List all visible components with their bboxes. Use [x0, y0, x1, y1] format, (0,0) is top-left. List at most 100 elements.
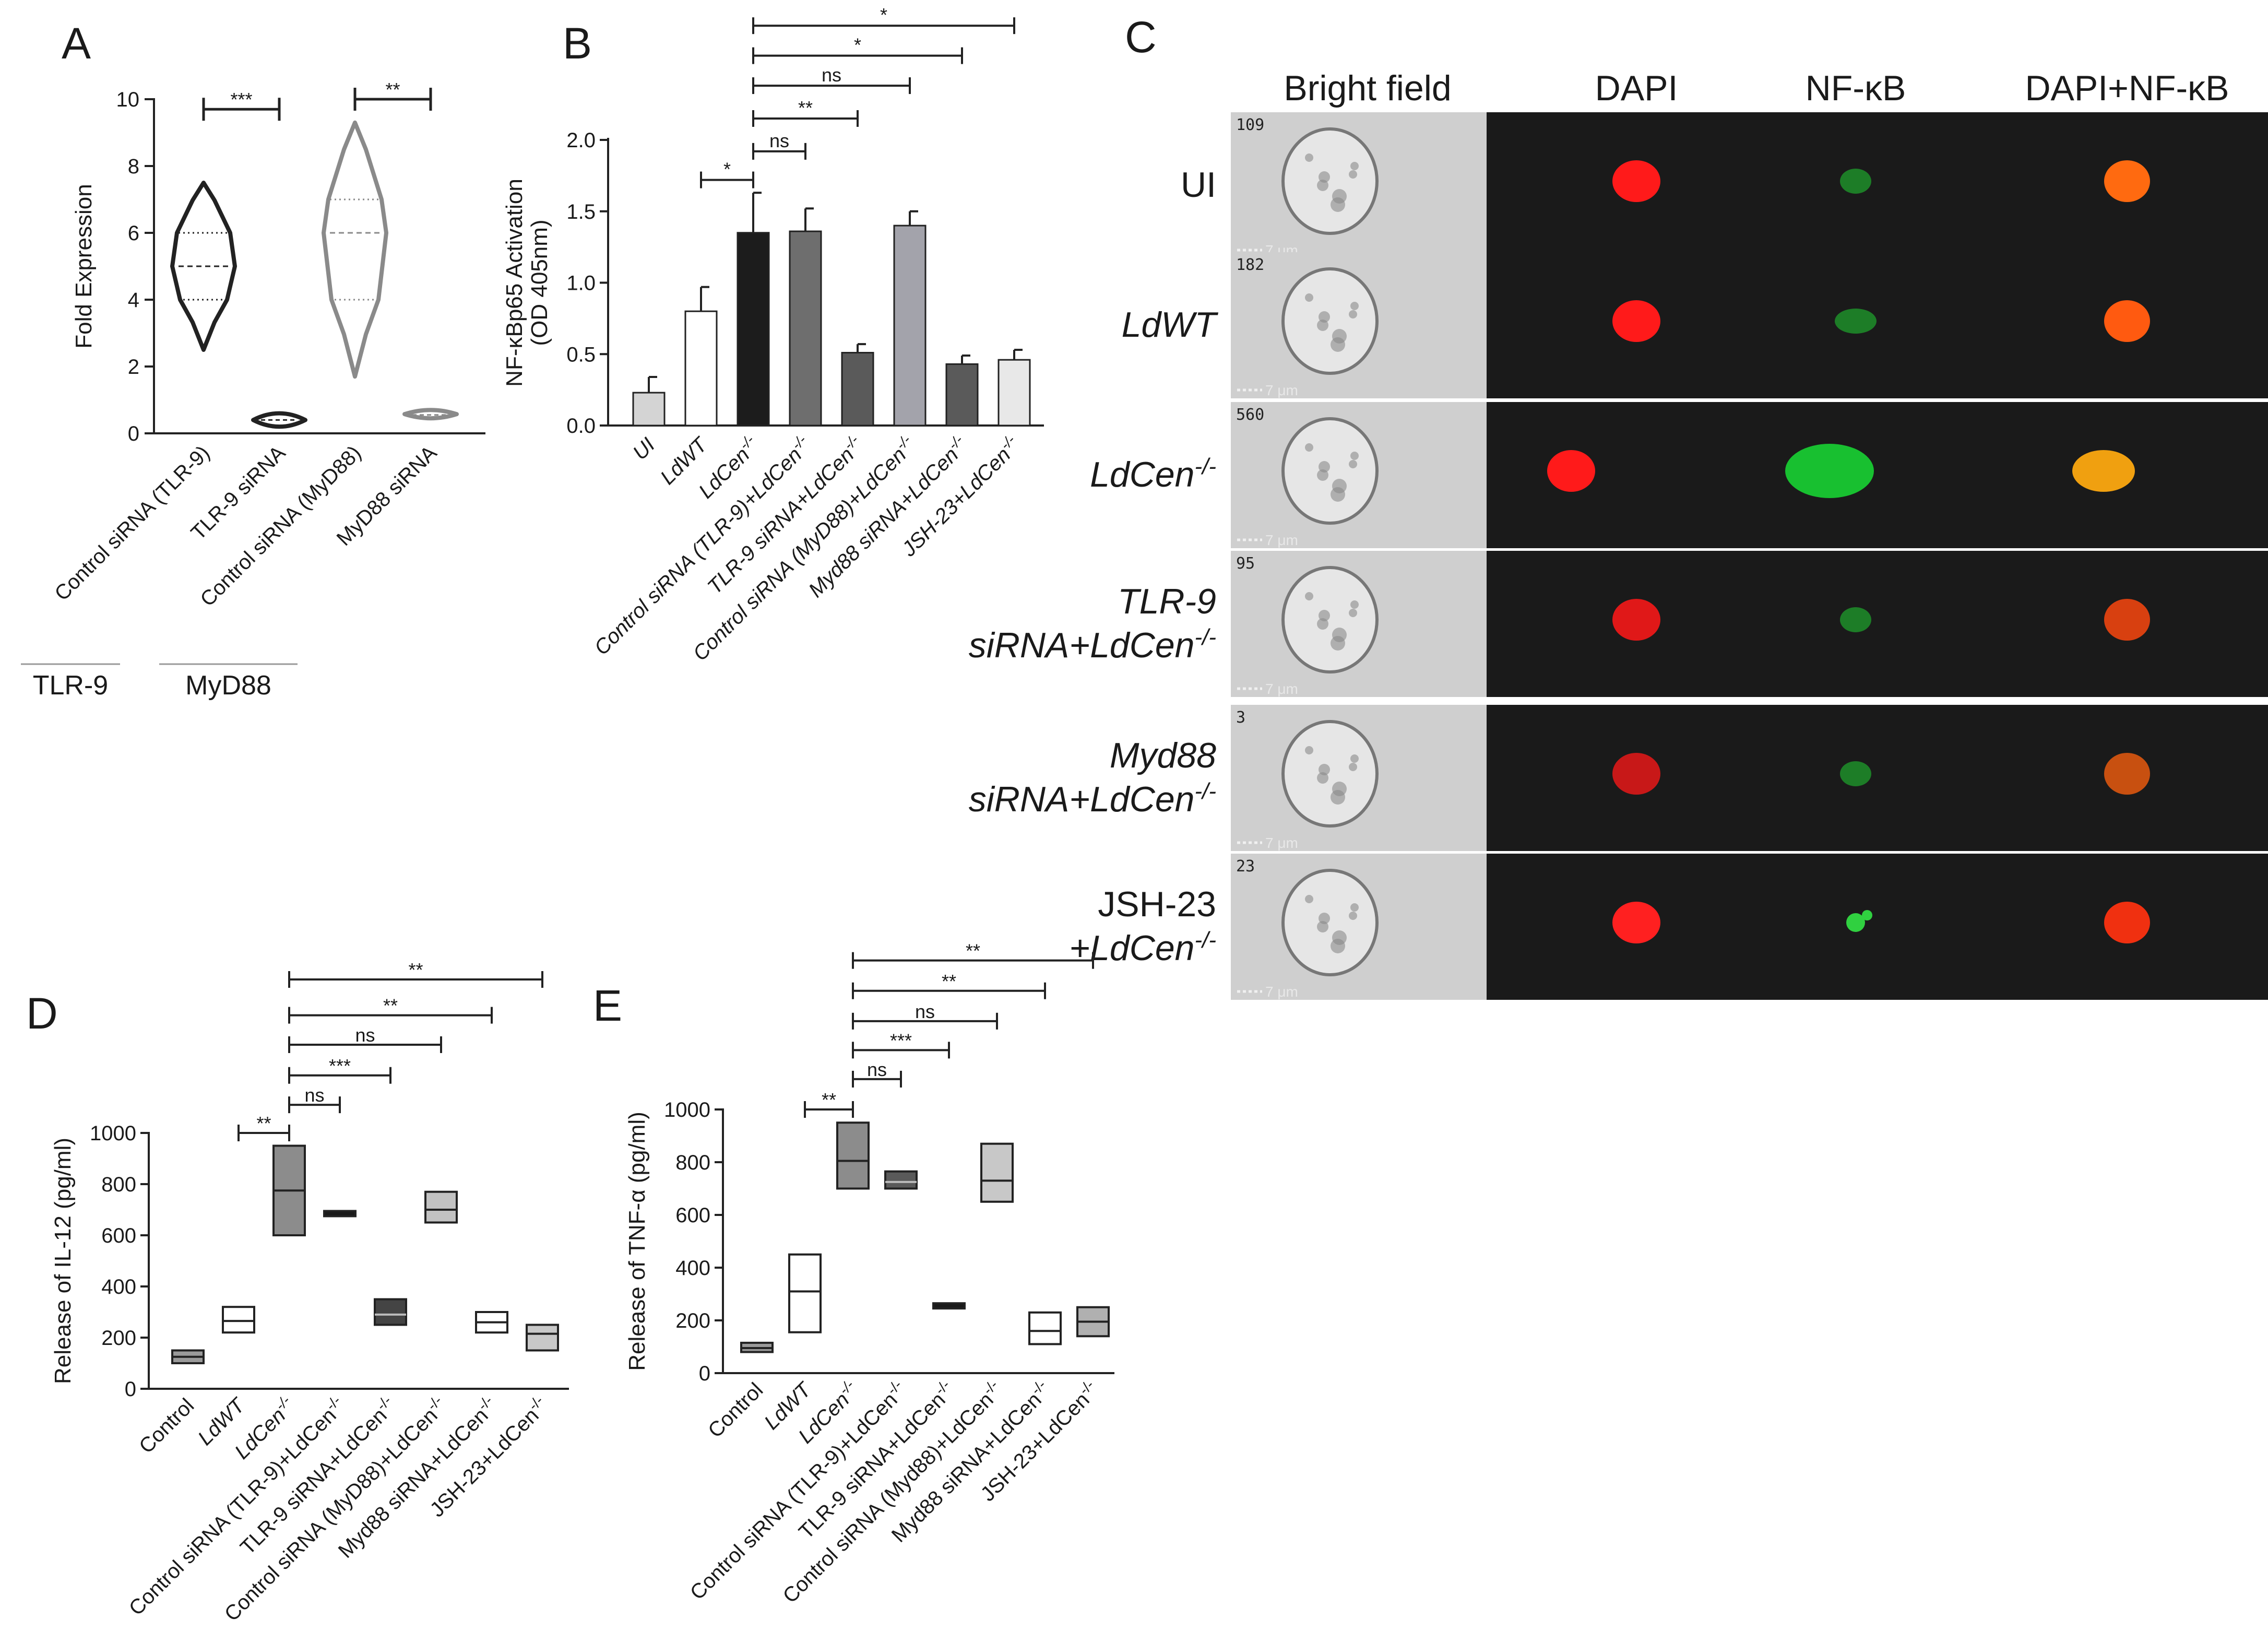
- y-axis-title: Release of TNF-α (pg/ml): [624, 1112, 650, 1371]
- significance-label: **: [942, 971, 956, 992]
- dapi-nucleus: [1612, 599, 1660, 641]
- significance-label: *: [723, 159, 731, 180]
- merge-signal: [2104, 753, 2150, 795]
- row-label-text: siRNA+LdCen: [969, 625, 1195, 665]
- brightfield-granule: [1317, 921, 1328, 932]
- column-header: NF-κB: [1806, 68, 1906, 108]
- brightfield-granule: [1349, 609, 1357, 617]
- y-tick-label: 400: [101, 1275, 136, 1298]
- x-tick-label: Control: [704, 1378, 767, 1442]
- significance-label: ns: [867, 1059, 887, 1080]
- brightfield-granule: [1349, 912, 1357, 920]
- data-box: [222, 1306, 255, 1334]
- row-label: +LdCen-/-: [1069, 927, 1216, 968]
- y-tick-label: 4: [128, 289, 139, 312]
- nfkb-signal: [1846, 913, 1865, 932]
- panel-letter-c: C: [1125, 13, 1157, 62]
- row-label: UI: [1181, 165, 1216, 205]
- significance-label: ns: [915, 1001, 935, 1022]
- significance-label: **: [822, 1089, 836, 1111]
- nfkb-signal: [1862, 910, 1872, 920]
- x-tick-label: Control: [135, 1394, 198, 1458]
- brightfield-granule: [1305, 293, 1313, 302]
- brightfield-cell-body: [1281, 127, 1379, 235]
- y-tick-label: 0.0: [566, 415, 596, 438]
- brightfield-granule: [1331, 790, 1345, 805]
- fluorescence-cell: [1487, 854, 2268, 1000]
- panel-letter-e: E: [593, 981, 622, 1030]
- cell-id: 23: [1236, 857, 1255, 876]
- row-label: LdWT: [1122, 305, 1219, 345]
- y-tick-label: 0.5: [566, 343, 596, 366]
- significance-label: ***: [890, 1030, 912, 1051]
- dapi-nucleus: [1612, 160, 1660, 202]
- row-label-text: LdWT: [1122, 305, 1219, 345]
- brightfield-granule: [1350, 754, 1359, 763]
- brightfield-cell-body: [1281, 417, 1379, 525]
- brightfield-granule: [1317, 469, 1328, 481]
- y-tick-label: 6: [128, 222, 139, 245]
- x-tick-label-text: UI: [628, 433, 659, 464]
- brightfield-cell-body: [1281, 720, 1379, 828]
- data-box: [374, 1298, 407, 1326]
- brightfield-granule: [1350, 162, 1359, 170]
- significance-label: ns: [769, 130, 789, 151]
- significance-label: ***: [230, 89, 252, 110]
- significance-label: *: [854, 34, 861, 56]
- y-tick-label: 1.5: [566, 200, 596, 223]
- bar: [945, 363, 979, 427]
- cell-id: 560: [1236, 406, 1264, 424]
- row-label-sup: -/-: [1194, 927, 1216, 953]
- merge-signal: [2104, 902, 2150, 943]
- dapi-nucleus: [1547, 450, 1595, 492]
- data-box: [424, 1190, 458, 1224]
- brightfield-granule: [1350, 452, 1359, 460]
- brightfield-cell-body: [1281, 869, 1379, 976]
- brightfield-granule: [1317, 320, 1328, 331]
- significance-label: ns: [355, 1024, 375, 1046]
- data-box: [884, 1170, 918, 1190]
- fluorescence-cell: [1487, 551, 2268, 697]
- significance-label: **: [798, 97, 813, 119]
- row-label: JSH-23: [1098, 884, 1216, 924]
- nfkb-signal: [1840, 607, 1871, 632]
- cell-id: 109: [1236, 116, 1264, 134]
- brightfield-granule: [1317, 618, 1328, 630]
- dapi-nucleus: [1612, 902, 1660, 943]
- y-tick-label: 8: [128, 155, 139, 178]
- panel-letter-a: A: [62, 19, 91, 68]
- y-tick-label: 600: [675, 1204, 710, 1227]
- brightfield-cell-body: [1281, 566, 1379, 674]
- row-label-text: UI: [1181, 165, 1216, 205]
- significance-label: **: [966, 940, 980, 962]
- panel-b-bar-chart: 0.00.51.01.52.0NF-κBp65 Activation(OD 40…: [502, 4, 1044, 665]
- row-label-text: JSH-23: [1098, 884, 1216, 924]
- significance-label: ns: [822, 64, 841, 86]
- merge-signal: [2104, 599, 2150, 641]
- brightfield-granule: [1305, 592, 1313, 600]
- data-box: [932, 1302, 966, 1310]
- y-tick-label: 0: [125, 1378, 136, 1401]
- data-box: [836, 1121, 870, 1190]
- brightfield-granule: [1331, 197, 1345, 212]
- y-tick-label: 1000: [90, 1122, 136, 1145]
- data-box: [980, 1142, 1014, 1203]
- significance-label: ns: [304, 1084, 324, 1106]
- brightfield-granule: [1317, 772, 1328, 784]
- row-label-text: LdCen: [1090, 455, 1194, 494]
- data-box: [323, 1210, 357, 1218]
- column-header: DAPI+NF-κB: [2025, 68, 2229, 108]
- violin-shape: [402, 408, 459, 421]
- brightfield-granule: [1331, 337, 1345, 352]
- y-axis-title: (OD 405nm): [527, 219, 552, 346]
- x-tick-label-text: Control: [704, 1378, 767, 1442]
- scale-label: 7 μm: [1265, 984, 1298, 1000]
- merge-signal: [2104, 160, 2150, 202]
- fluorescence-cell: [1487, 112, 2268, 258]
- fluorescence-cell: [1487, 402, 2268, 548]
- brightfield-granule: [1349, 310, 1357, 318]
- y-tick-label: 400: [675, 1257, 710, 1280]
